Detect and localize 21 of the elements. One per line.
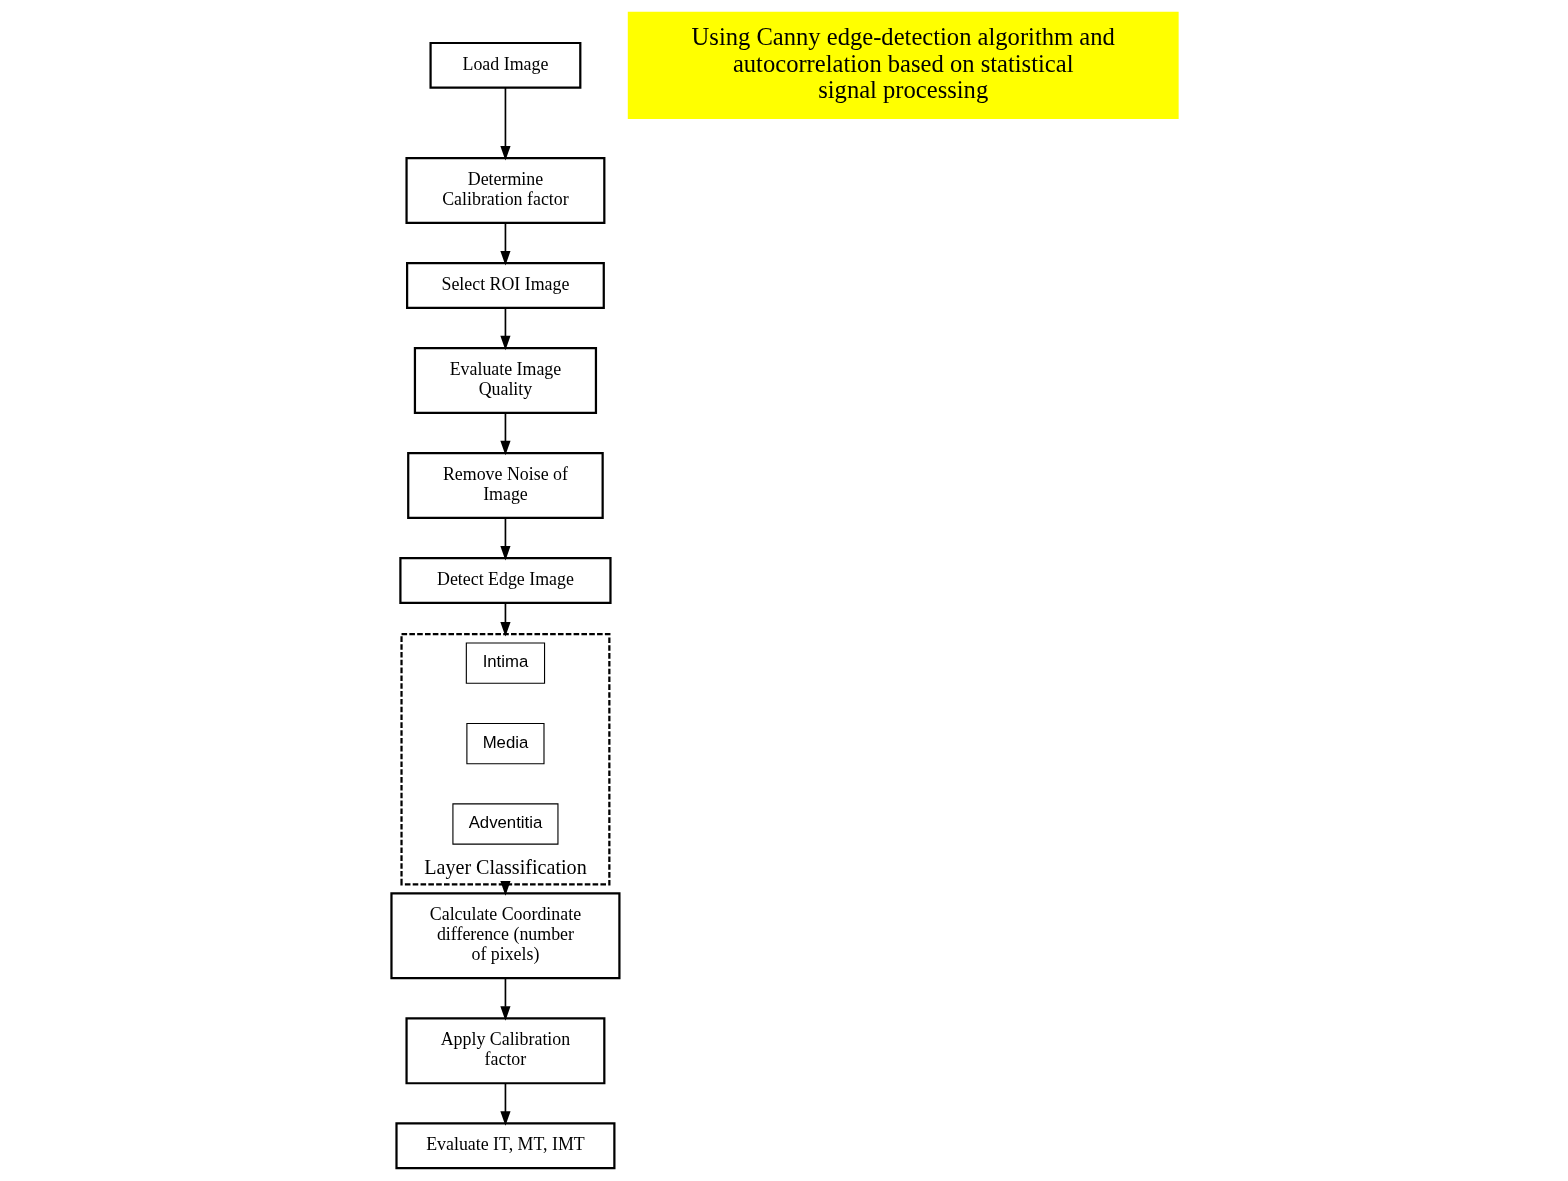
node-box: Evaluate Image Quality (413, 346, 597, 414)
arrow (499, 412, 511, 456)
node-box: Using Canny edge-detection algorithm and autocorrelation based on statistical signal processing (627, 11, 1179, 119)
arrow (499, 307, 511, 351)
node-box: Calculate Coordinate difference (number of pixels) (389, 892, 621, 980)
node-box: Adventitia (451, 803, 558, 845)
node-box: Apply Calibration factor (404, 1017, 605, 1085)
arrow (499, 977, 511, 1021)
node-box: Select ROI Image (405, 262, 605, 309)
node-box: Detect Edge Image (398, 557, 612, 604)
arrow (499, 87, 511, 161)
node-box: Determine Calibration factor (404, 156, 605, 224)
node-box: Media (465, 722, 545, 765)
arrow (499, 602, 511, 637)
node-box: Remove Noise of Image (406, 451, 604, 519)
node-box: Load Image (428, 41, 581, 89)
arrow (499, 222, 511, 266)
node-box: Evaluate IT, MT, IMT (394, 1122, 615, 1170)
arrow (499, 1082, 511, 1126)
arrow (499, 517, 511, 561)
node-box: Intima (465, 642, 545, 684)
